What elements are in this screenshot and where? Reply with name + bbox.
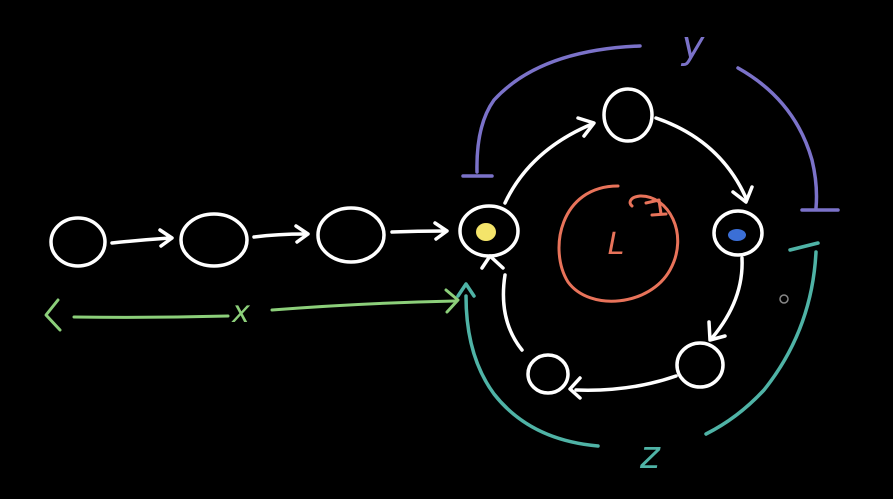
arrowhead-bottom-left-to-entry [480, 254, 505, 270]
loop-arrowhead [644, 198, 663, 216]
z-bracket-left-arc [464, 294, 600, 448]
x-bracket-line-right [270, 299, 457, 312]
loop-circle [557, 184, 680, 303]
loop-label: L [608, 227, 625, 262]
cycle-node-bottom-left [526, 353, 570, 395]
cycle-meeting-node [712, 209, 764, 257]
arrowhead-top-to-meeting [731, 185, 754, 204]
loop-arrowhead-tail [650, 212, 668, 217]
arrow-meeting-to-bottom-right [710, 256, 744, 340]
chain-arrows [110, 221, 449, 248]
cycle-nodes [458, 87, 764, 395]
x-bracket-arrowhead [444, 288, 460, 314]
chain-nodes [49, 206, 386, 268]
arrowhead-node3-to-entry [433, 221, 449, 241]
cycle-entry-dot [476, 223, 496, 241]
arrow-bottom-left-to-entry [501, 273, 524, 352]
meeting-dot [728, 229, 746, 241]
y-bracket-right-arc [736, 66, 819, 210]
arrow-node1-to-node2 [110, 236, 172, 245]
z-bracket-right-cap [788, 241, 820, 252]
y-label: y [681, 23, 705, 67]
z-bracket: z [456, 241, 820, 477]
arrowhead-meeting-to-bottom-right [707, 320, 727, 342]
arrowhead-entry-to-top [576, 116, 596, 138]
arrow-top-to-meeting [654, 116, 748, 200]
list-node-3 [316, 206, 386, 264]
arrowhead-node1-to-node2 [158, 228, 174, 248]
loop-symbol: L [557, 184, 680, 303]
z-label: z [639, 433, 661, 477]
cycle-node-top [602, 87, 654, 143]
y-bracket: y [461, 23, 840, 212]
list-node-2 [179, 212, 249, 268]
x-bracket-left-cap [44, 298, 62, 332]
cycle-node-bottom-right [675, 341, 725, 389]
arrow-entry-to-top [503, 122, 594, 205]
cursor-dot [779, 294, 789, 304]
arrow-node3-to-entry [390, 229, 446, 234]
z-bracket-right-arc [704, 250, 818, 436]
z-bracket-arrowhead [456, 282, 476, 298]
cycle-arrows [480, 116, 754, 400]
y-bracket-left-arc [475, 44, 642, 174]
list-node-1 [49, 216, 107, 268]
x-label: x [231, 295, 250, 330]
arrowhead-bottom-right-to-bottom-left [568, 376, 582, 400]
x-bracket-line-left [72, 314, 230, 319]
arrow-bottom-right-to-bottom-left [574, 374, 678, 392]
x-bracket: x [44, 288, 460, 332]
arrow-node2-to-node3 [252, 232, 307, 239]
arrowhead-node2-to-node3 [294, 224, 310, 244]
